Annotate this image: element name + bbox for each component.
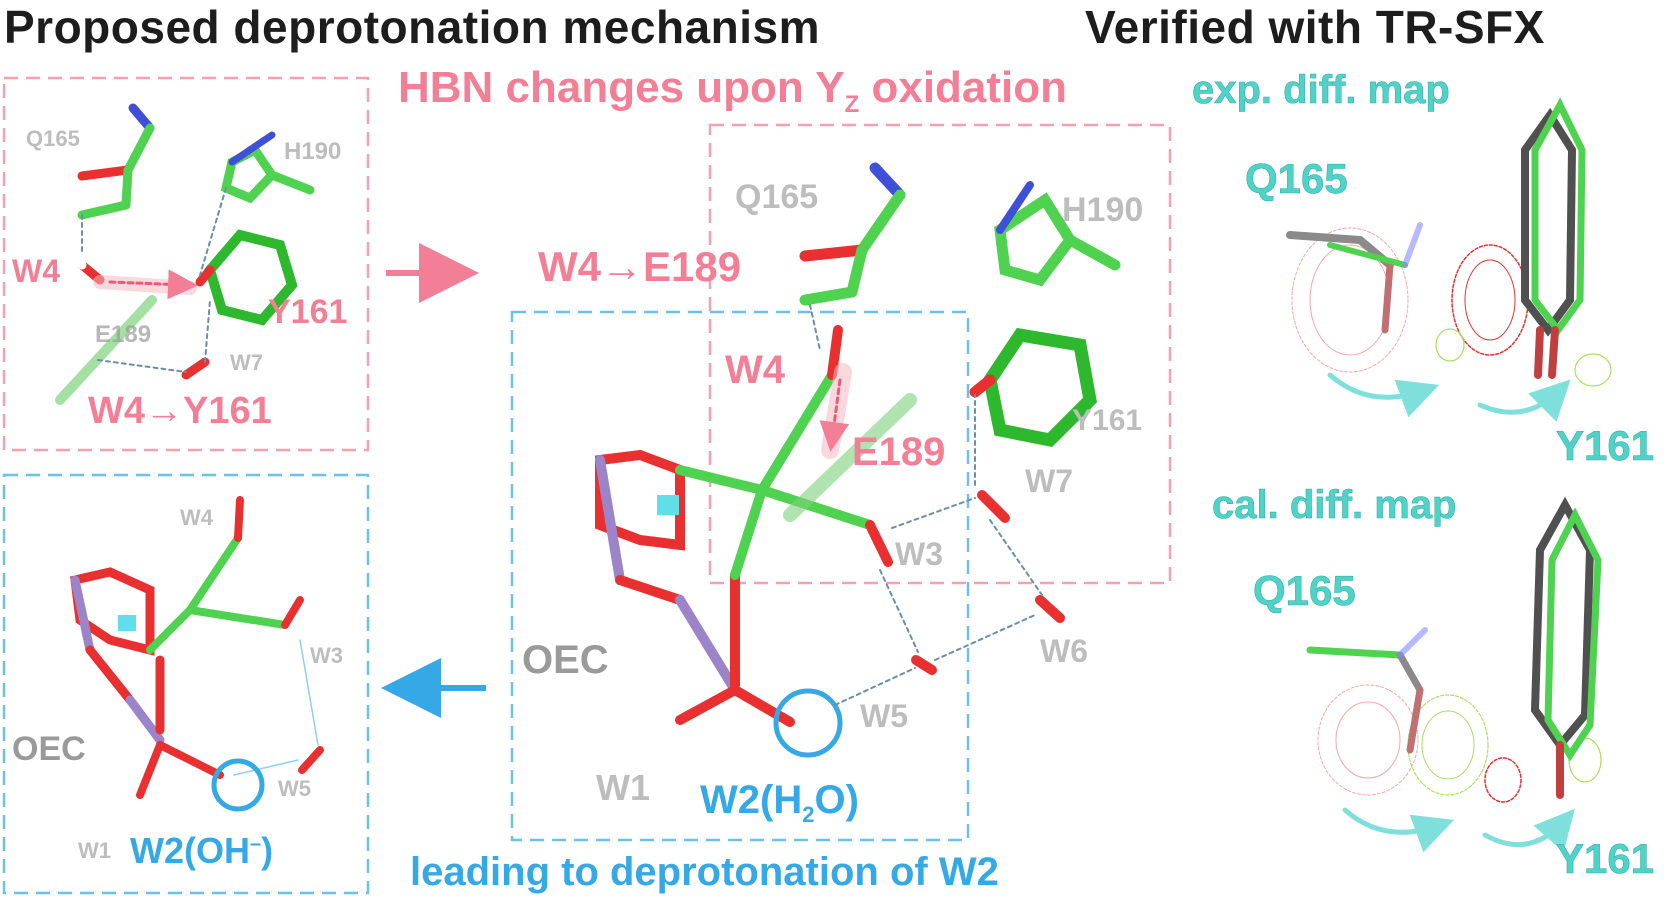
- tl-w4-y161-label: W4→Y161: [88, 390, 272, 432]
- bottom-left-molecule: [70, 496, 324, 812]
- bl-w2-label: W2(OH–): [130, 833, 273, 869]
- left-title: Proposed deprotonation mechanism: [4, 1, 820, 53]
- c-e189-label: E189: [852, 430, 946, 474]
- bl-oec-label: OEC: [12, 730, 86, 768]
- c-w1-label: W1: [596, 767, 650, 808]
- c-w4-label: W4: [725, 348, 785, 392]
- c-q165-label: Q165: [735, 178, 819, 216]
- bl-w1-label: W1: [78, 838, 111, 863]
- top-left-frame: [2, 76, 370, 452]
- c-w2-prefix: W2(H: [700, 778, 803, 822]
- hbn-caption-sub: Z: [844, 90, 860, 118]
- bl-w3-label: W3: [310, 643, 343, 668]
- center-molecule: [595, 162, 1121, 758]
- exp-q165-label: Q165: [1245, 155, 1348, 202]
- bl-w4-label: W4: [180, 505, 213, 530]
- c-w2-sub: 2: [802, 802, 815, 827]
- bl-w5-label: W5: [278, 776, 311, 801]
- center-pink-frame: [708, 123, 1172, 585]
- cal-y161-label: Y161: [1556, 835, 1655, 882]
- cal-diff-map-title: cal. diff. map: [1212, 483, 1457, 527]
- bl-w2-prefix: W2(OH: [130, 830, 250, 871]
- bottom-left-frame: [2, 473, 370, 895]
- c-oec-label: OEC: [522, 638, 609, 682]
- center-blue-frame: [510, 310, 970, 842]
- cal-q165-label: Q165: [1253, 567, 1356, 614]
- tl-w7-label: W7: [230, 350, 263, 375]
- bl-w2-sup: –: [250, 833, 262, 855]
- c-w2-label: W2(H2O): [700, 780, 859, 826]
- c-h190-label: H190: [1062, 191, 1144, 229]
- tl-e189-label: E189: [95, 321, 152, 348]
- exp-diff-map-sketch: [1286, 97, 1612, 422]
- hbn-caption: HBN changes upon YZ oxidation: [398, 66, 1067, 117]
- tl-y161-label: Y161: [268, 293, 348, 331]
- exp-diff-map-title: exp. diff. map: [1192, 68, 1450, 112]
- hbn-caption-suffix: oxidation: [859, 63, 1068, 112]
- c-y161-label: Y161: [1072, 404, 1143, 437]
- c-w5-label: W5: [860, 698, 908, 734]
- bl-w2-suffix: ): [261, 830, 274, 871]
- tl-h190-label: H190: [284, 138, 342, 165]
- deprot-caption: leading to deprotonation of W2: [410, 850, 999, 894]
- exp-y161-label: Y161: [1556, 422, 1655, 469]
- cal-diff-map-sketch: [1306, 496, 1602, 853]
- tl-q165-label: Q165: [26, 126, 80, 151]
- tl-w4-label: W4: [12, 253, 60, 289]
- top-left-molecule: [55, 103, 315, 405]
- c-w6-label: W6: [1040, 633, 1088, 669]
- c-w7-label: W7: [1025, 463, 1073, 499]
- c-w3-label: W3: [895, 536, 943, 572]
- c-w4-e189-label: W4→E189: [538, 243, 742, 290]
- right-title: Verified with TR-SFX: [1085, 1, 1545, 53]
- hbn-caption-prefix: HBN changes upon Y: [398, 63, 845, 112]
- c-w2-suffix: O): [814, 778, 859, 822]
